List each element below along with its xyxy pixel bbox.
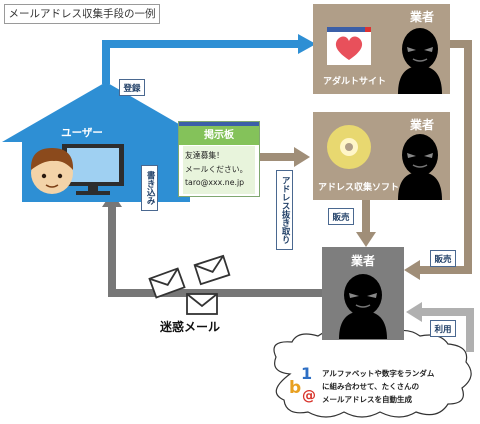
vendor-spam-sender: 業者: [322, 247, 404, 340]
villain-silhouette-icon: [339, 274, 387, 339]
board-line: メールください。: [185, 165, 248, 174]
vendor-title: 業者: [410, 118, 435, 132]
window-titlebar: [179, 122, 259, 126]
use-tag: 利用: [430, 320, 456, 337]
envelope-icon: [148, 267, 186, 299]
envelope-icon: [186, 293, 218, 315]
diagram-title: メールアドレス収集手段の一例: [4, 4, 160, 24]
cloud-description: アルファベットや数字をランダム に組み合わせて、たくさんの メールアドレスを自動…: [322, 367, 462, 406]
arrow-use: [420, 308, 474, 352]
glyph-1: 1: [301, 364, 313, 383]
arrow-sell-1-head: [356, 232, 376, 247]
sell-tag-left: 販売: [328, 208, 354, 225]
villain-silhouette-icon: [398, 134, 442, 200]
heart-card-icon: [327, 27, 371, 65]
register-tag: 登録: [119, 79, 145, 96]
board-line: taro@xxx.ne.jp: [185, 178, 245, 187]
arrow-use-head: [406, 302, 422, 322]
arrow-spam: [108, 205, 322, 297]
vendor-title: 業者: [410, 10, 435, 24]
spam-mail-label: 迷惑メール: [160, 320, 221, 334]
vendor-title: 業者: [351, 254, 376, 268]
bulletin-board-body: 友達募集！ メールください。 taro@xxx.ne.jp: [183, 146, 255, 194]
user-face-icon: [30, 148, 74, 194]
cloud-line: アルファベットや数字をランダム: [322, 369, 435, 378]
vendor-collect-software: 業者 アドレス収集ソフト: [313, 112, 450, 200]
board-line: 友達募集！: [185, 151, 224, 160]
envelope-icon: [193, 254, 231, 286]
thought-cloud: [273, 328, 472, 418]
collect-software-label: アドレス収集ソフト: [318, 183, 400, 193]
adult-site-label: アダルトサイト: [323, 77, 387, 87]
arrow-sell-2: [418, 40, 472, 274]
vendor-adult-site: 業者 アダルトサイト: [313, 4, 450, 94]
sell-tag-right: 販売: [430, 250, 456, 267]
cloud-line: メールアドレスを自動生成: [322, 395, 412, 404]
glyph-at: @: [302, 388, 316, 404]
arrow-register: [102, 40, 300, 84]
post-tag: 書き込み: [141, 165, 158, 211]
arrow-extract-head: [294, 147, 310, 167]
bulletin-board-title: 掲示板: [179, 126, 259, 145]
cloud-line: に組み合わせて、たくさんの: [322, 382, 420, 391]
user-label: ユーザー: [61, 127, 103, 139]
cd-disc-icon: [327, 125, 371, 169]
extract-tag: アドレス抜き取り: [276, 170, 293, 250]
villain-silhouette-icon: [398, 28, 442, 94]
bulletin-board-window: 掲示板 友達募集！ メールください。 taro@xxx.ne.jp: [178, 121, 260, 197]
arrow-register-head: [298, 34, 316, 54]
arrow-sell-2-head: [404, 260, 420, 280]
glyph-b: b: [289, 378, 302, 398]
